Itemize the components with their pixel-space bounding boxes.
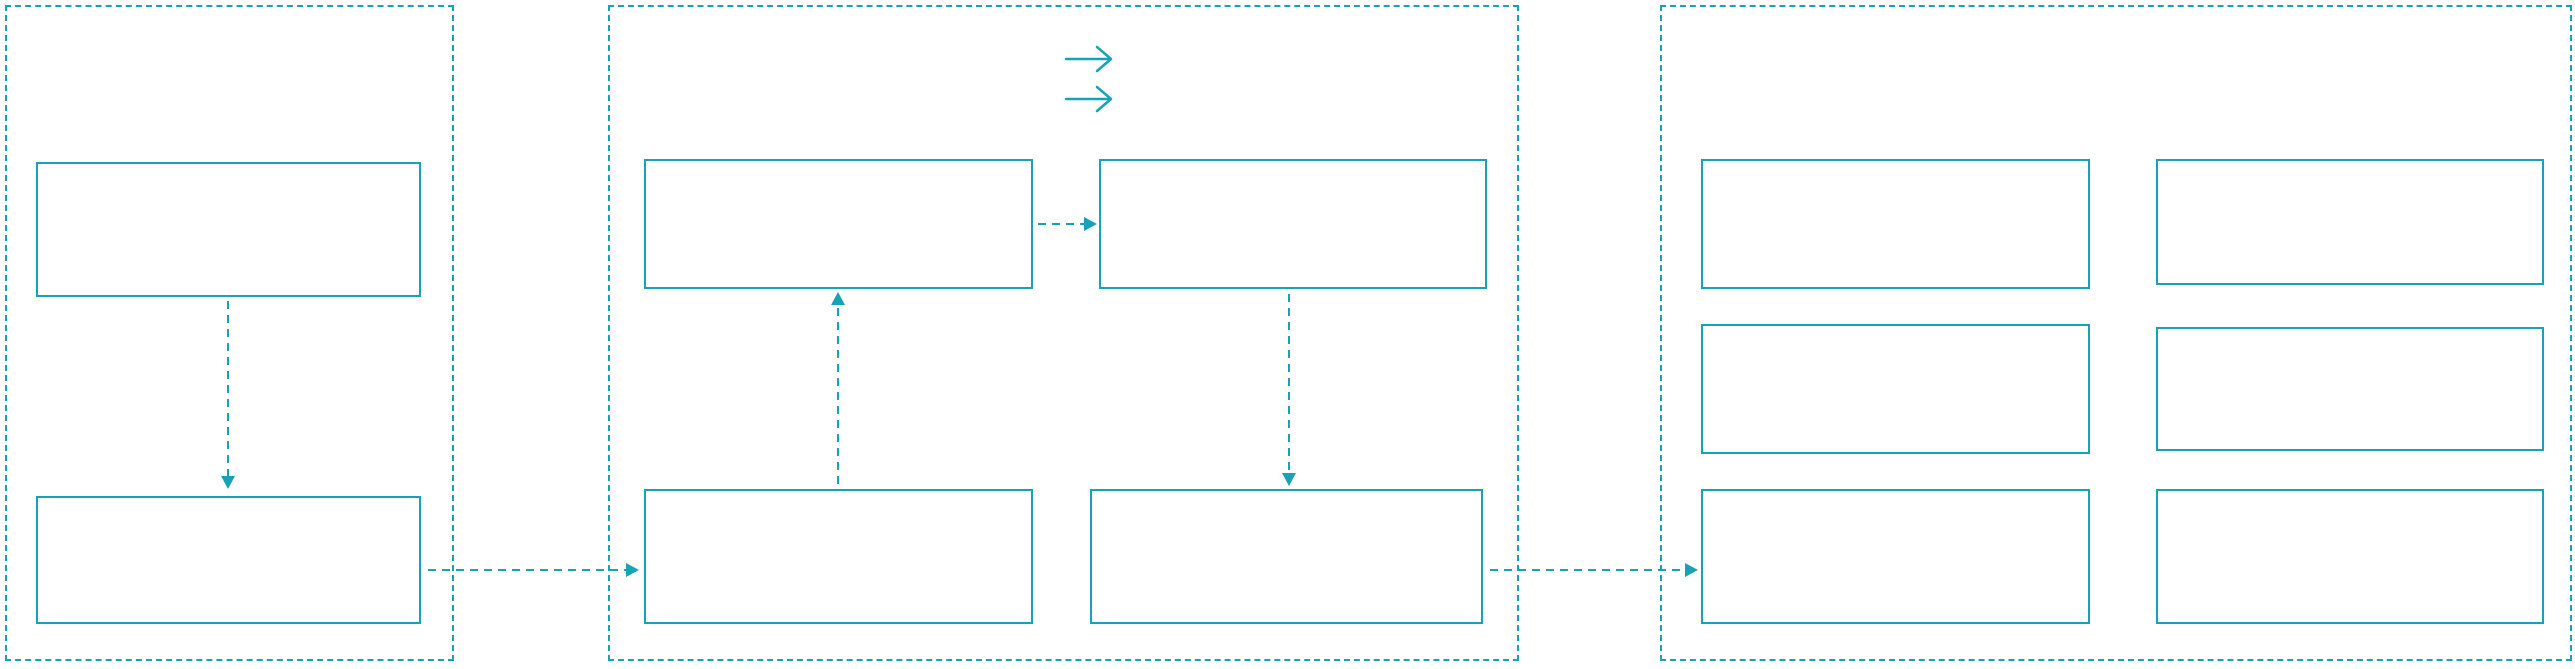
right-box-row2-col1 xyxy=(1701,324,2090,454)
middle-panel xyxy=(608,5,1519,661)
right-box-row2-col2 xyxy=(2156,327,2544,451)
right-box-row3-col1 xyxy=(1701,489,2090,624)
left-box-top xyxy=(36,162,421,297)
middle-box-top-left xyxy=(644,159,1033,289)
middle-box-bottom-right xyxy=(1090,489,1483,624)
left-box-bottom xyxy=(36,496,421,624)
right-panel xyxy=(1660,5,2572,661)
right-box-row1-col1 xyxy=(1701,159,2090,289)
right-box-row1-col2 xyxy=(2156,159,2544,285)
middle-box-bottom-left xyxy=(644,489,1033,624)
left-panel xyxy=(5,5,454,661)
middle-box-top-right xyxy=(1099,159,1487,289)
right-box-row3-col2 xyxy=(2156,489,2544,624)
